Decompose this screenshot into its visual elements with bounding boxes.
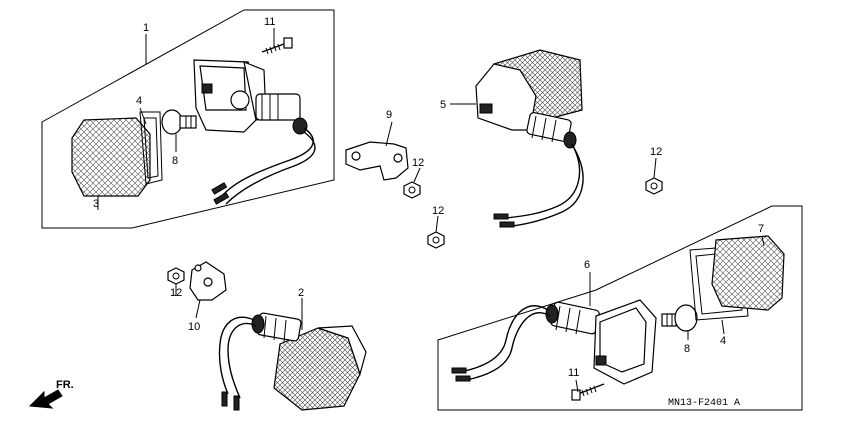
lens-front-left[interactable] [71,117,151,197]
callout-4: 4 [720,335,726,347]
front-arrow-icon [28,389,63,409]
assembly-box-front-left [41,9,335,229]
wiring-rear-left [218,316,257,411]
housing-front-right[interactable] [475,49,583,149]
front-direction-indicator: FR. [28,379,74,409]
lens-rear-right[interactable] [711,235,785,311]
callout-6: 6 [584,259,590,271]
callout-12: 12 [650,146,662,158]
callout-8: 8 [684,343,690,355]
callout-8: 8 [172,155,178,167]
callouts: 1 4 3 8 11 5 9 12 12 12 2 12 10 6 7 8 4 … [93,16,764,379]
callout-3: 3 [93,198,99,210]
wiring-front-left [211,127,316,205]
callout-12: 12 [170,287,182,299]
callout-11: 11 [568,367,579,379]
gasket-front-left[interactable] [139,111,163,185]
screw-front-left[interactable] [261,37,293,55]
bracket-left[interactable] [189,261,227,301]
assembly-box-rear-right [437,205,803,411]
nut-bracket-right[interactable] [403,181,421,199]
callout-7: 7 [758,223,764,235]
housing-rear-left[interactable] [251,312,367,411]
nut-center[interactable] [427,231,445,249]
callout-5: 5 [440,99,446,111]
drawing-code: MN13-F2401 A [668,398,740,409]
bulb-rear-right[interactable] [661,304,698,332]
callout-1: 1 [143,22,149,34]
callout-12: 12 [432,205,444,217]
leader-lines [97,28,765,393]
housing-front-left[interactable] [193,59,308,135]
bracket-right[interactable] [345,141,409,181]
wiring-front-right [493,143,584,228]
screw-rear-right[interactable] [571,383,605,401]
bulb-front-left[interactable] [161,109,197,135]
callout-10: 10 [188,321,200,333]
callout-4: 4 [136,95,142,107]
direction-label: FR. [56,379,74,391]
callout-12: 12 [412,157,424,169]
callout-9: 9 [386,109,392,121]
nut-left[interactable] [167,267,185,285]
callout-2: 2 [298,287,304,299]
housing-rear-right[interactable] [545,299,657,385]
wiring-rear-right [451,305,551,382]
callout-11: 11 [264,16,275,28]
nut-right[interactable] [645,177,663,195]
